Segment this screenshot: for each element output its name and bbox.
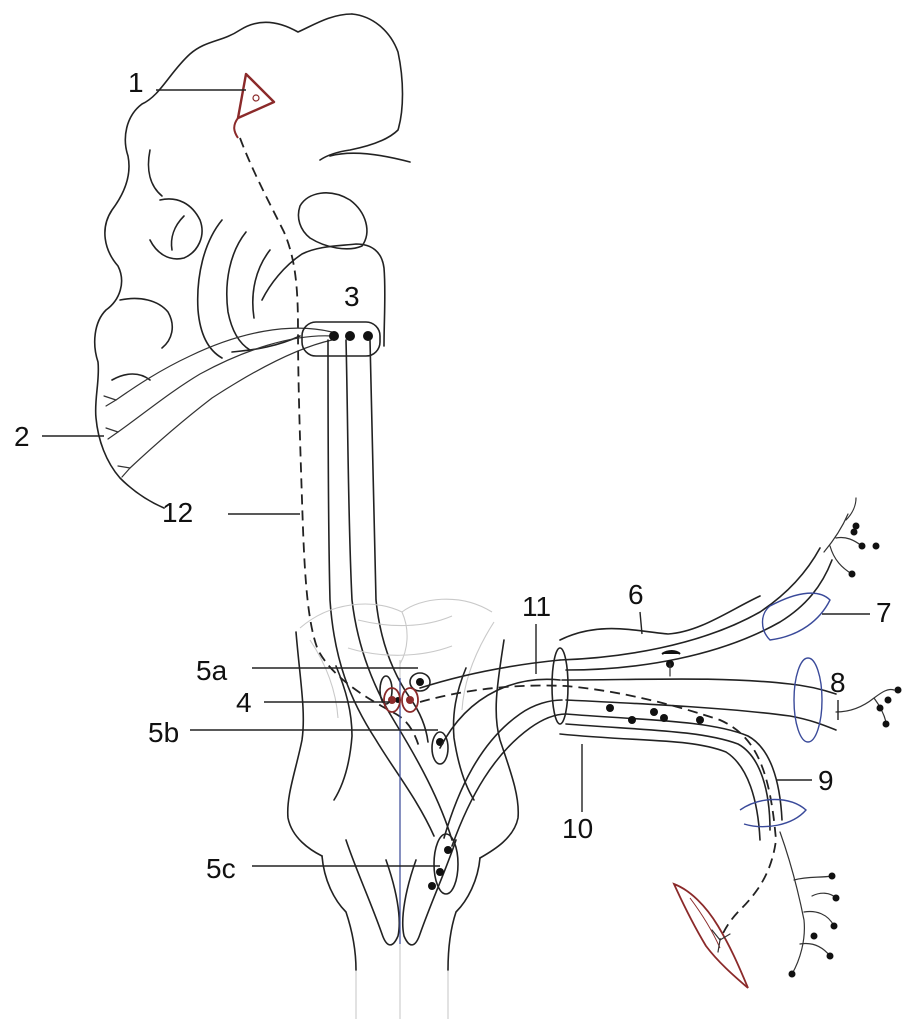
medulla-outline (288, 632, 519, 970)
ascending-tract (328, 340, 452, 840)
svg-text:2: 2 (14, 421, 30, 452)
thalamic-nucleus (302, 322, 380, 356)
svg-text:1: 1 (128, 67, 144, 98)
svg-text:9: 9 (818, 765, 834, 796)
label-7: 7 (822, 597, 892, 628)
svg-text:12: 12 (162, 497, 193, 528)
label-2: 2 (14, 421, 104, 452)
terminals-branch-8 (836, 687, 902, 728)
brainstem-outline (300, 599, 494, 1019)
label-4: 4 (236, 687, 390, 718)
svg-text:6: 6 (628, 579, 644, 610)
label-3: 3 (344, 281, 360, 312)
branch-7-cuff (763, 593, 831, 640)
svg-text:5a: 5a (196, 655, 228, 686)
label-1: 1 (128, 67, 246, 98)
svg-text:7: 7 (876, 597, 892, 628)
label-6: 6 (628, 579, 644, 634)
svg-text:4: 4 (236, 687, 252, 718)
muscle-fiber (674, 884, 748, 988)
svg-text:5c: 5c (206, 853, 236, 884)
label-9: 9 (776, 765, 834, 796)
terminals-branch-9 (780, 832, 840, 978)
label-12: 12 (162, 497, 300, 528)
svg-text:5b: 5b (148, 717, 179, 748)
terminals-branch-7 (824, 498, 880, 578)
svg-text:11: 11 (522, 591, 551, 622)
corticospinal-tract-dashed (240, 138, 420, 750)
svg-text:3: 3 (344, 281, 360, 312)
svg-text:10: 10 (562, 813, 593, 844)
nucleus-5a (380, 673, 430, 704)
svg-text:8: 8 (830, 667, 846, 698)
pyramidal-neuron-cell-body (234, 74, 274, 138)
label-10: 10 (562, 744, 593, 844)
cortical-fibers (104, 328, 332, 477)
label-5a: 5a (196, 655, 418, 686)
branch-8-cuff (794, 658, 822, 742)
